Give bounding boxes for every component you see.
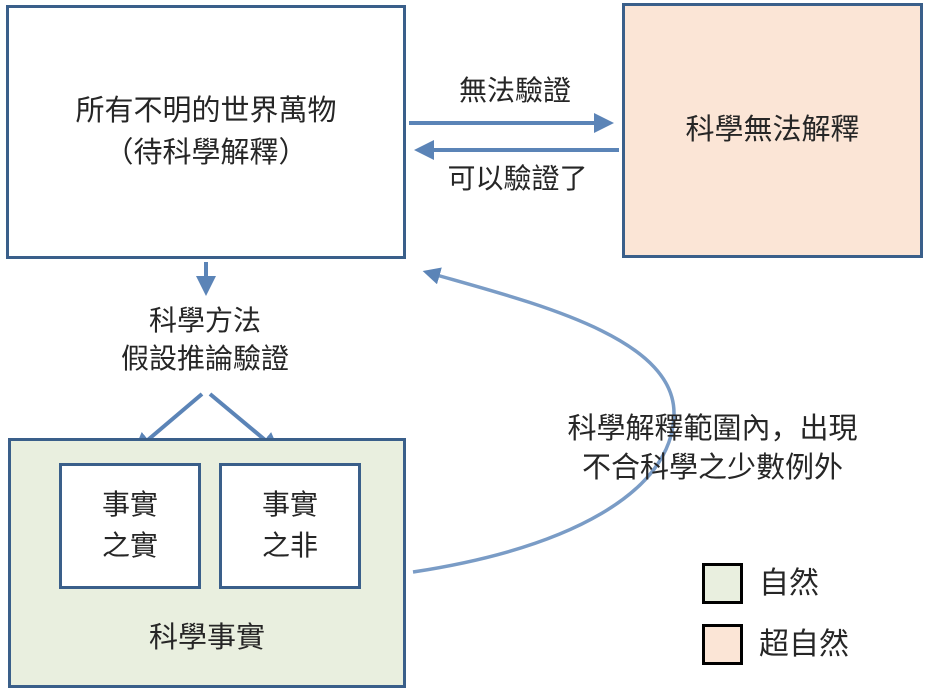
label-cannot-verify: 無法驗證 [458, 75, 571, 106]
label-scientific-method-line2: 假設推論驗證 [120, 342, 289, 374]
label-scientific-method-line1: 科學方法 [148, 305, 261, 336]
legend-label-natural: 自然 [759, 567, 819, 600]
box-fact-true: 事實 之實 [59, 463, 201, 589]
box-science-cannot-explain: 科學無法解釋 [622, 3, 923, 258]
box-fact-true-line2: 之實 [101, 530, 158, 561]
label-exception: 科學解釋範圍內，出現 不合科學之少數例外 [500, 410, 925, 488]
box-scientific-fact-label: 科學事實 [148, 622, 265, 654]
legend-swatch-supernatural [702, 624, 743, 665]
label-scientific-method: 科學方法 假設推論驗證 [45, 302, 365, 378]
box-fact-false-line2: 之非 [261, 530, 318, 561]
box-unknown-world: 所有不明的世界萬物 （待科學解釋） [6, 5, 406, 259]
label-can-verify-now: 可以驗證了 [447, 163, 588, 194]
box-fact-false: 事實 之非 [219, 463, 361, 589]
box-fact-true-line1: 事實 [101, 489, 158, 521]
legend-swatch-natural [702, 563, 743, 604]
legend-label-supernatural: 超自然 [759, 628, 849, 661]
box-fact-false-line1: 事實 [261, 489, 318, 521]
label-exception-line2: 不合科學之少數例外 [581, 452, 843, 485]
box-science-cannot-explain-label: 科學無法解釋 [685, 114, 860, 147]
box-unknown-world-line2: （待科學解釋） [104, 137, 308, 169]
box-scientific-fact: 事實 之實 事實 之非 科學事實 [8, 438, 406, 688]
box-unknown-world-line1: 所有不明的世界萬物 [75, 94, 337, 127]
label-exception-line1: 科學解釋範圍內，出現 [567, 413, 858, 445]
